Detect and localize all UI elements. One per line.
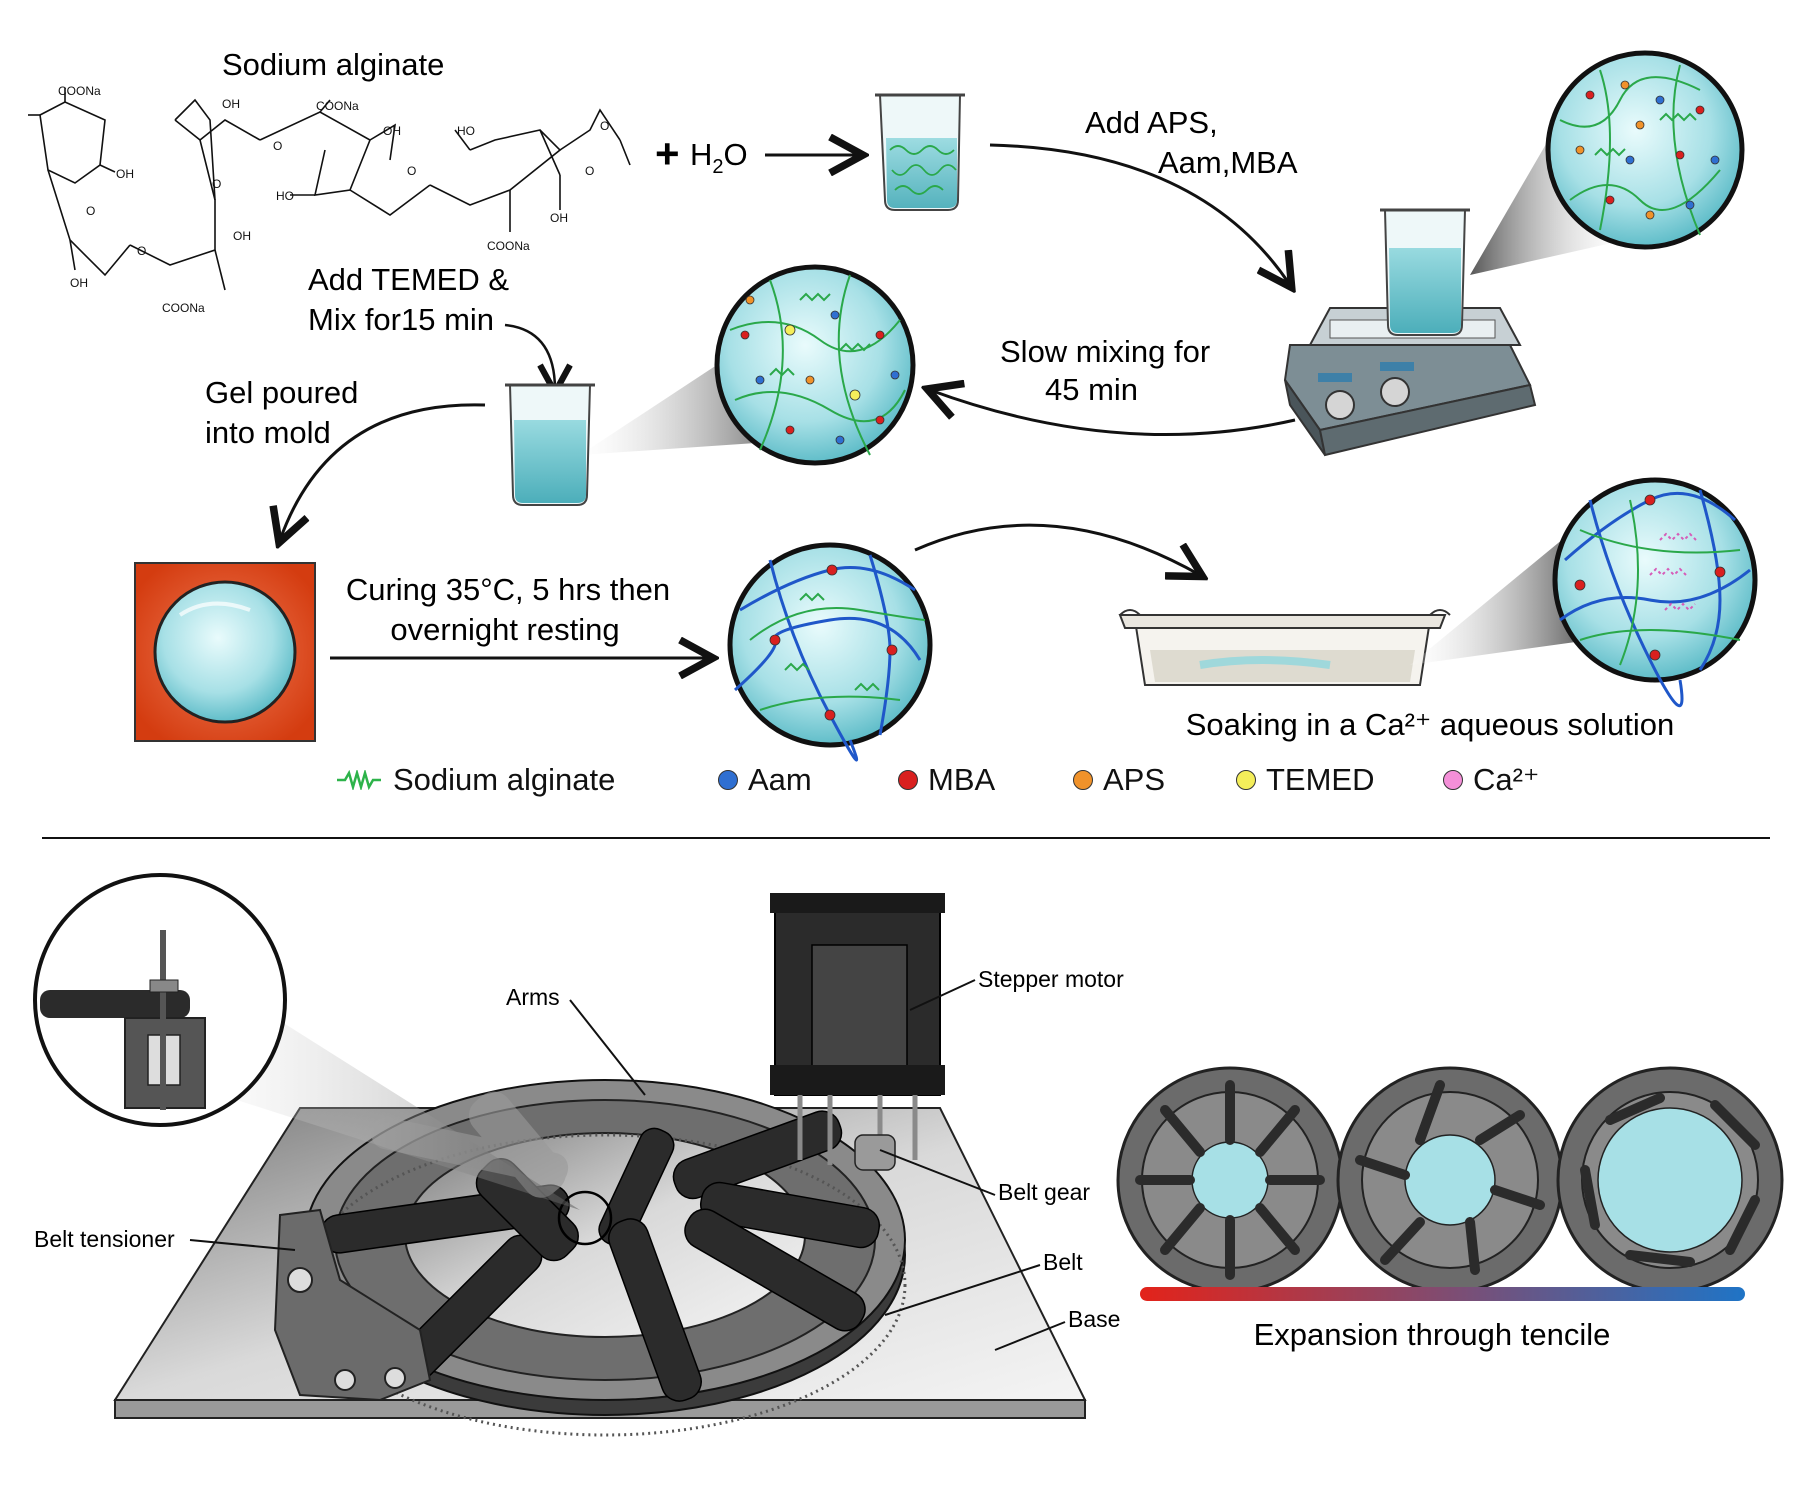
magnify-target-circle [557,1190,613,1246]
label-base: Base [1068,1306,1120,1332]
ho-atom-label: HO [457,124,475,138]
legend-sodium-alginate: Sodium alginate [335,762,615,798]
belt-tensioner-part [273,1208,432,1402]
oh-atom-label: OH [233,229,251,243]
tensioner-inset [33,873,287,1127]
leader-lines [189,979,1066,1351]
temed-dot-icon [1236,770,1256,790]
cure-line2: overnight resting [390,612,619,647]
belt-gear-part [854,1134,896,1171]
temed-line1: Add TEMED & [308,262,509,297]
label-arms: Arms [506,984,560,1010]
plus-h2o: + H2O [655,130,748,178]
zoom-network-1 [1545,50,1745,250]
add-aps-line2: Aam,MBA [1158,145,1298,180]
svg-text:H2O: H2O [690,137,748,178]
coona-atom-label: COONa [58,84,101,98]
ca-dot-icon [1443,770,1463,790]
legend-label: TEMED [1266,762,1375,797]
o-atom-label: O [585,164,594,178]
zoom-cone-3 [1410,525,1590,665]
legend-label: APS [1103,762,1166,797]
legend-aps: APS [1073,762,1165,798]
expansion-state-3 [1556,1066,1784,1294]
expansion-state-1 [1116,1066,1344,1294]
coona-atom-label: COONa [487,239,530,253]
o-atom-label: O [600,119,609,133]
beaker-1 [875,93,965,211]
legend-label: Aam [748,762,812,797]
h2o-o: O [724,137,748,172]
arrow-to-zoom-2 [930,390,1296,437]
legend-label: Sodium alginate [393,762,616,797]
o-atom-label: O [212,177,221,191]
alginate-structure [28,88,631,291]
soak-label: Soaking in a Ca²⁺ aqueous solution [1186,707,1675,742]
slow-mix-line2: 45 min [1045,372,1138,407]
zigzag-icon [337,770,381,790]
legend-label: MBA [928,762,996,797]
beaker-2 [1380,208,1470,336]
ho-atom-label: HO [276,189,294,203]
gel-mold [134,562,316,742]
aam-dot-icon [718,770,738,790]
label-stepper: Stepper motor [978,966,1124,992]
coona-atom-label: COONa [316,99,359,113]
label-belt-tensioner: Belt tensioner [34,1226,175,1252]
o-atom-label: O [273,139,282,153]
pour-line1: Gel poured [205,375,358,410]
temed-line2: Mix for15 min [308,302,494,337]
arrow-to-stirrer [989,143,1290,285]
slow-mix-line1: Slow mixing for [1000,334,1210,369]
oh-atom-label: OH [116,167,134,181]
oh-atom-label: OH [550,211,568,225]
pour-line2: into mold [205,415,331,450]
zoom-cone-1 [1470,120,1625,275]
arrow-to-soak [914,523,1200,575]
o-atom-label: O [86,204,95,218]
aps-dot-icon [1073,770,1093,790]
legend-temed: TEMED [1236,762,1375,798]
coona-atom-label: COONa [162,301,205,315]
expansion-gradient-bar [1140,1287,1745,1301]
arms [320,1110,881,1402]
legend-label: Ca²⁺ [1473,762,1540,797]
cured-network [727,542,933,762]
ca-network [1552,477,1758,708]
o-atom-label: O [407,164,416,178]
inset-cone [190,1005,580,1210]
label-belt: Belt [1043,1249,1083,1275]
add-aps-line1: Add APS, [1085,105,1218,140]
stepper-motor-part [770,893,945,1171]
arrow-to-mold [280,403,486,540]
alginate-atom-labels: COONa OH O OH OH O OH COONa O O COONa OH… [58,84,609,315]
oh-atom-label: OH [383,124,401,138]
cure-line1: Curing 35°C, 5 hrs then [346,572,670,607]
h2o-sub: 2 [712,156,723,178]
oh-atom-label: OH [70,276,88,290]
mba-dot-icon [898,770,918,790]
oh-atom-label: OH [222,97,240,111]
soaking-dish [1118,609,1451,686]
zoom-network-2 [714,264,916,466]
alginate-title: Sodium alginate [222,47,444,82]
expansion-label: Expansion through tencile [1254,1317,1611,1352]
legend-aam: Aam [718,762,812,798]
arrow-temed [504,323,555,390]
plus-sign: + [655,130,680,177]
h2o-h: H [690,137,712,172]
label-belt-gear: Belt gear [998,1179,1090,1205]
beaker-3 [505,383,595,506]
expansion-state-2 [1336,1066,1564,1294]
legend-mba: MBA [898,762,995,798]
legend-ca: Ca²⁺ [1443,762,1539,798]
o-atom-label: O [137,244,146,258]
